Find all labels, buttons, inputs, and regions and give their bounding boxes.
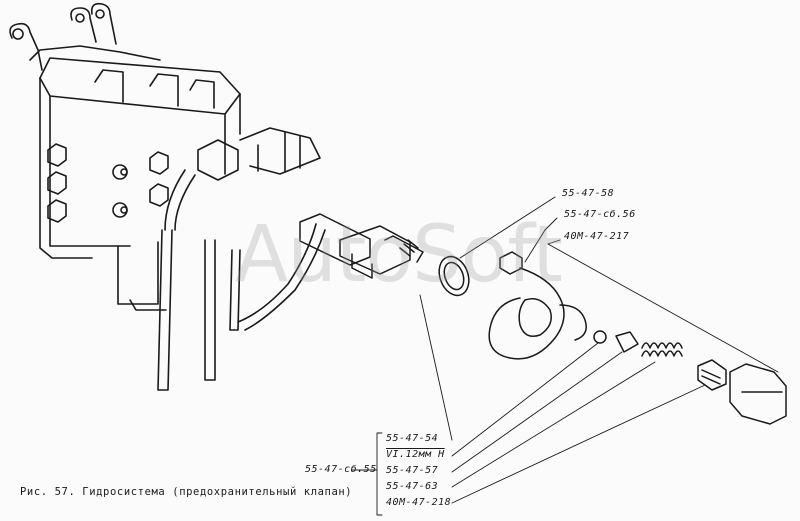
callout-label: 40М-47-217 xyxy=(564,231,630,242)
group-item-label: 55-47-54 xyxy=(386,433,439,444)
group-item-label: 55-47-63 xyxy=(386,481,439,492)
watermark-text: AutoSoft xyxy=(235,210,563,300)
callout-label: 55-47-58 xyxy=(562,188,615,199)
callout-label: 55-47-сб.56 xyxy=(564,209,636,220)
figure-caption: Рис. 57. Гидросистема (предохранительный… xyxy=(20,486,353,498)
group-item-label: VI.12мм Н xyxy=(386,449,445,460)
group-label: 55-47-сб.55 xyxy=(305,464,377,475)
group-item-label: 40М-47-218 xyxy=(386,497,452,508)
distributor-block xyxy=(9,2,326,391)
leader-lines xyxy=(351,196,779,516)
group-item-label: 55-47-57 xyxy=(386,465,439,476)
valve-parts xyxy=(299,213,787,425)
